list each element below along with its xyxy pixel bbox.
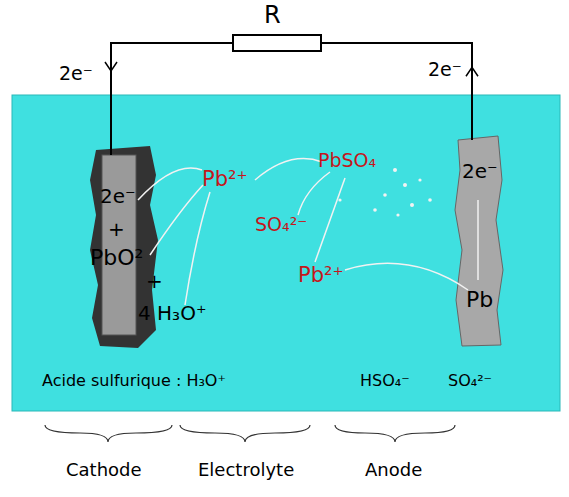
reactant-label: PbO² bbox=[90, 246, 143, 270]
ion-label: SO₄²⁻ bbox=[448, 372, 492, 390]
anode-electrode: 2e⁻ Pb bbox=[458, 140, 502, 346]
electron-label: 2e⁻ bbox=[428, 59, 462, 80]
reaction-arrows bbox=[138, 159, 478, 305]
resistor-label: R bbox=[264, 2, 281, 28]
electrolyte-bath bbox=[12, 95, 560, 411]
product-label: PbSO₄ bbox=[318, 150, 376, 171]
cathode-electrode: 2e⁻ bbox=[102, 155, 136, 335]
ion-label: HSO₄⁻ bbox=[360, 372, 410, 390]
cathode-plate bbox=[102, 155, 136, 335]
electrolyte-label: Acide sulfurique : H₃O⁺ bbox=[42, 372, 226, 390]
arrowhead bbox=[105, 62, 117, 71]
plus-sign: + bbox=[108, 218, 125, 240]
ion-label: Pb²⁺ bbox=[298, 264, 344, 287]
arrowhead bbox=[466, 67, 478, 76]
electron-label: 2e⁻ bbox=[59, 63, 93, 84]
brace bbox=[45, 425, 455, 442]
electron-label: 2e⁻ bbox=[100, 185, 136, 207]
anode-plate bbox=[455, 136, 503, 346]
wire bbox=[322, 43, 472, 140]
precipitate-dots bbox=[338, 168, 431, 217]
plus-sign: + bbox=[146, 270, 163, 292]
ion-label: Pb²⁺ bbox=[202, 168, 248, 191]
reactant-label: 4 H₃O⁺ bbox=[138, 302, 206, 324]
element-label: Pb bbox=[466, 288, 493, 312]
region-label: Cathode bbox=[66, 460, 142, 480]
region-label: Electrolyte bbox=[198, 460, 294, 480]
electron-label: 2e⁻ bbox=[462, 160, 498, 182]
region-label: Anode bbox=[365, 460, 422, 480]
resistor-symbol: R bbox=[232, 34, 322, 52]
wire bbox=[111, 43, 232, 155]
ion-label: SO₄²⁻ bbox=[255, 214, 307, 235]
